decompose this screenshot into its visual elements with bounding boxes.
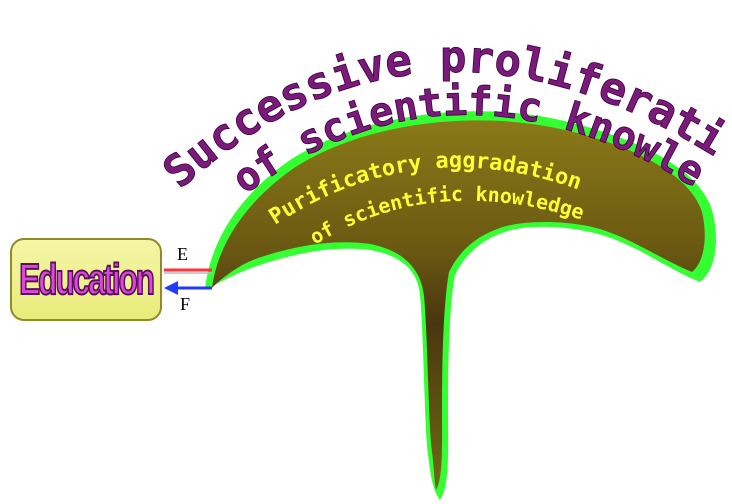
education-label: Education: [18, 254, 155, 305]
shape-body: [212, 120, 705, 491]
arrow-e-label: E: [177, 244, 188, 264]
education-box: [10, 238, 162, 321]
arrow-f-label: F: [180, 294, 191, 314]
arrow-f-head: [164, 281, 178, 295]
